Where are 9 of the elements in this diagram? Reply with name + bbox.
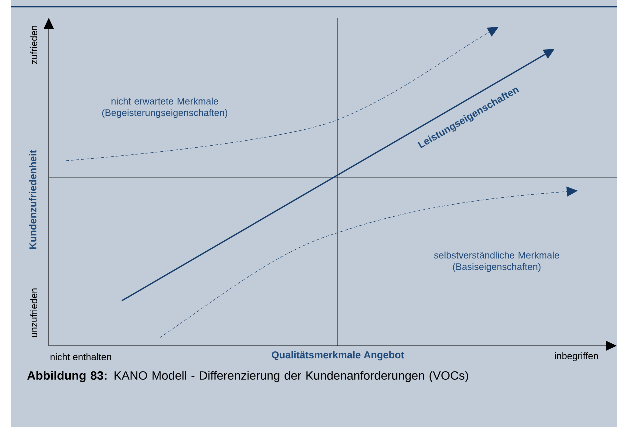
axis-title: Qualitätsmerkmale Angebot [272,351,404,361]
axis-end-label: unzufrieden [30,288,38,338]
axis-end-label: zufrieden [30,26,38,64]
axis-end-label: inbegriffen [555,352,598,362]
figure-caption: Abbildung 83: KANO Modell - Differenzierung der Kundenanforderungen (VOCs) [28,371,468,382]
region-label: nicht erwartete Merkmale (Begeisterungseigenschaften) [102,98,228,118]
region-label: selbstverständliche Merkmale (Basiseigenschaften) [434,252,560,272]
axis-end-label: nicht enthalten [50,354,112,360]
axis-title: Kundenzufriedenheit [29,150,37,250]
